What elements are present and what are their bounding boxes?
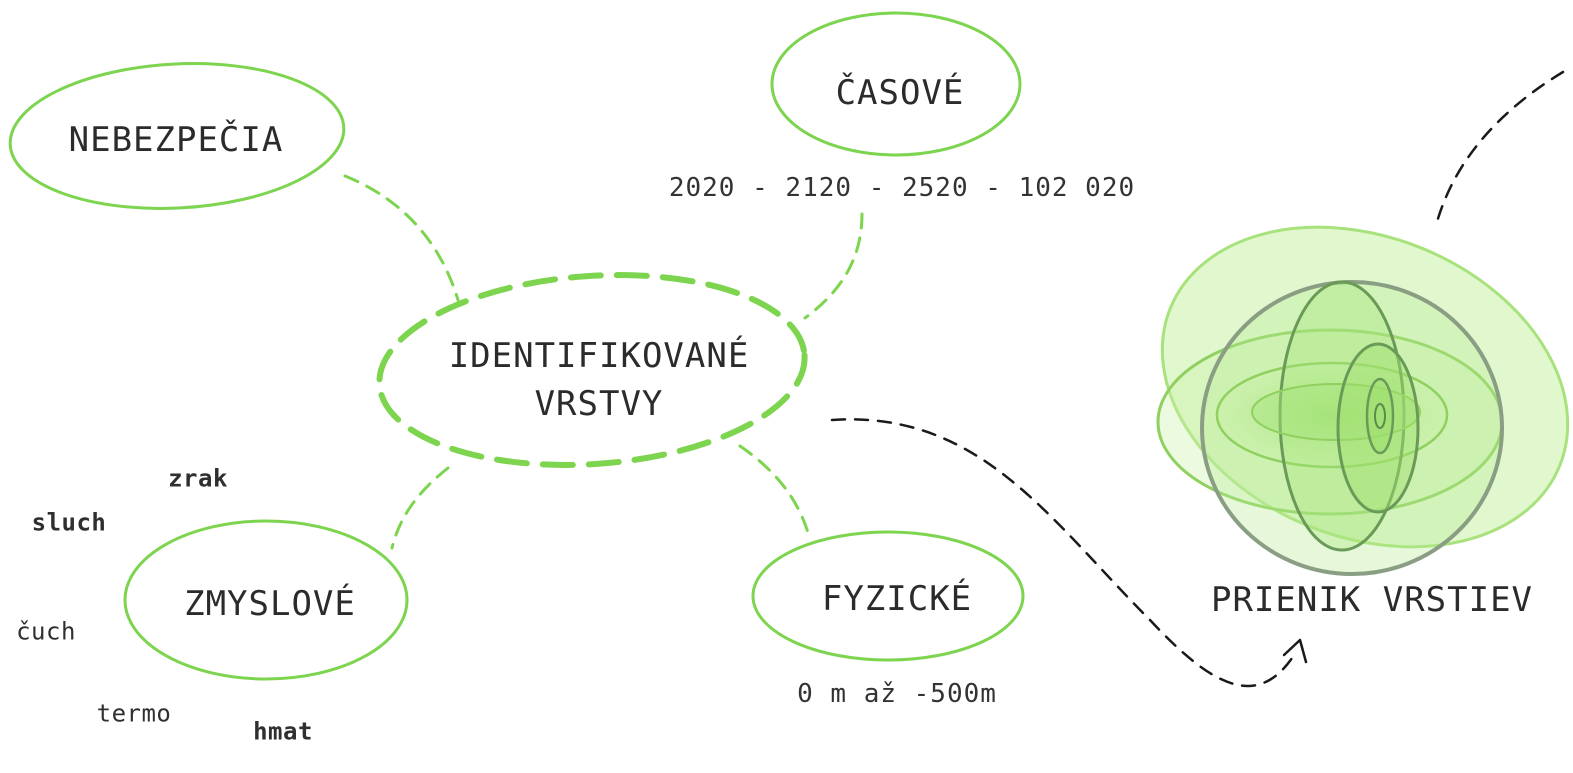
node-zmyslove-outline xyxy=(123,519,409,681)
center-label-line1: IDENTIFIKOVANÉ xyxy=(448,336,750,376)
sense-sluch: sluch xyxy=(31,508,107,537)
node-nebezpecia-label: NEBEZPEČIA xyxy=(68,119,284,160)
node-casove-label: ČASOVÉ xyxy=(835,72,965,113)
sense-termo: termo xyxy=(96,699,172,728)
sense-cuch: čuch xyxy=(16,617,76,646)
arrowhead-icon xyxy=(1282,638,1308,664)
sense-zrak: zrak xyxy=(168,464,228,493)
center-node-label: IDENTIFIKOVANÉ VRSTVY xyxy=(449,332,750,428)
connector-nebezpecia xyxy=(343,174,460,302)
node-fyzicke-label: FYZICKÉ xyxy=(821,578,973,619)
node-zmyslove-label: ZMYSLOVÉ xyxy=(184,583,356,624)
center-label-line2: VRSTVY xyxy=(534,384,664,424)
connector-fyzicke xyxy=(738,444,812,542)
connector-zmyslove xyxy=(390,466,450,550)
fyzicke-depth-text: 0 m až -500m xyxy=(797,679,997,710)
arrow-from-top xyxy=(1435,70,1565,224)
node-casove-outline xyxy=(770,11,1022,157)
sense-hmat: hmat xyxy=(253,717,313,746)
arrow-to-prienik xyxy=(830,418,1298,688)
node-nebezpecia-outline xyxy=(8,62,346,210)
intersection-label: PRIENIK VRSTIEV xyxy=(1210,579,1534,620)
intersection-graphic xyxy=(1156,225,1570,576)
center-node-outline xyxy=(376,272,808,468)
node-fyzicke-outline xyxy=(751,530,1025,662)
connector-casove xyxy=(803,212,864,320)
casove-years-text: 2020 - 2120 - 2520 - 102 020 xyxy=(668,173,1136,204)
